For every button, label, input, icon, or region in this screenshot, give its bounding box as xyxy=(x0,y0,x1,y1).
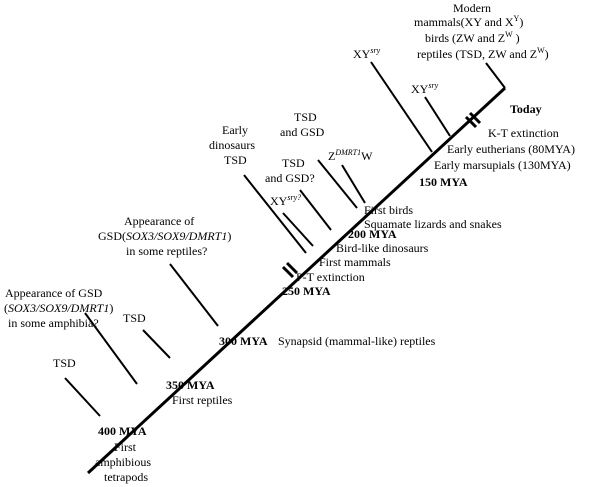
first-birds-label: First birds xyxy=(364,203,413,217)
svg-text:Early: Early xyxy=(222,123,248,137)
birdlike-dinosaurs-label: Bird-like dinosaurs xyxy=(336,241,429,255)
branch-modern xyxy=(485,62,506,89)
svg-text:TSD: TSD xyxy=(294,110,317,124)
svg-text:Modern: Modern xyxy=(453,1,491,15)
gsd-reptiles-label: Appearance of GSD(SOX3/SOX9/DMRT1) in so… xyxy=(98,214,231,258)
tick-note-350: First reptiles xyxy=(172,393,233,407)
tick-label-250: 250 MYA xyxy=(282,284,331,298)
svg-text:Appearance of GSD: Appearance of GSD xyxy=(5,286,103,300)
branch-tsd-gsd xyxy=(317,159,358,209)
early-marsupials-label: Early marsupials (130MYA) xyxy=(434,158,571,172)
tsd-350-label: TSD xyxy=(123,311,146,325)
tick-label-300: 300 MYA xyxy=(219,334,268,348)
timeline-axis xyxy=(86,86,507,475)
pt-extinction-marker xyxy=(281,261,299,279)
first-mammals-label: First mammals xyxy=(319,255,391,269)
branch-xy-sry-q xyxy=(282,212,314,247)
tsd-400-label: TSD xyxy=(53,356,76,370)
branch-tsd-400 xyxy=(64,377,101,417)
svg-text:Appearance of: Appearance of xyxy=(124,214,194,228)
tsd-gsd-label: TSD and GSD xyxy=(280,110,325,139)
svg-text:and GSD?: and GSD? xyxy=(265,171,315,185)
today-label: Today xyxy=(510,102,542,116)
branch-tsd-gsd-q xyxy=(299,189,332,231)
tick-label-200: 200 MYA xyxy=(348,227,397,241)
svg-text:birds (ZW and ZW ): birds (ZW and ZW ) xyxy=(425,30,520,45)
svg-text:dinosaurs: dinosaurs xyxy=(209,138,255,152)
svg-text:TSD: TSD xyxy=(224,153,247,167)
tick-label-150: 150 MYA xyxy=(419,175,468,189)
branch-xy-sry-top xyxy=(370,61,433,153)
xy-sry-q-label: XYsry? xyxy=(270,193,301,208)
early-dinosaurs-label: Early dinosaurs TSD xyxy=(209,123,255,167)
kt-extinction-marker xyxy=(464,111,482,129)
xy-sry-mid-label: XYsry xyxy=(411,81,439,96)
kt-extinction-label: K-T extinction xyxy=(488,126,559,140)
squamate-label: Squamate lizards and snakes xyxy=(364,217,502,231)
svg-text:mammals(XY and XY): mammals(XY and XY) xyxy=(414,14,523,29)
pt-extinction-label: P-T extinction xyxy=(296,270,365,284)
svg-text:GSD(SOX3/SOX9/DMRT1): GSD(SOX3/SOX9/DMRT1) xyxy=(98,229,231,243)
branch-xy-sry-mid xyxy=(424,96,451,137)
branch-tsd-350 xyxy=(142,329,171,359)
tick-label-400: 400 MYA xyxy=(98,424,147,438)
branch-z-dmrt1-w xyxy=(341,164,366,204)
modern-label: Modern mammals(XY and XY) birds (ZW and … xyxy=(414,1,549,61)
branch-early-dinosaurs xyxy=(243,174,307,254)
tick-label-350: 350 MYA xyxy=(166,378,215,392)
tick-note-400-line2: amphibious xyxy=(95,455,151,469)
xy-sry-top-label: XYsry xyxy=(353,46,381,61)
svg-text:in some reptiles?: in some reptiles? xyxy=(126,244,207,258)
svg-text:reptiles (TSD, ZW and ZW): reptiles (TSD, ZW and ZW) xyxy=(417,46,549,61)
svg-text:and GSD: and GSD xyxy=(280,125,325,139)
tick-note-300: Synapsid (mammal-like) reptiles xyxy=(278,334,436,348)
gsd-amphibia-label: Appearance of GSD (SOX3/SOX9/DMRT1) in s… xyxy=(4,286,113,330)
svg-text:(SOX3/SOX9/DMRT1): (SOX3/SOX9/DMRT1) xyxy=(4,301,113,315)
branch-gsd-amphibia xyxy=(84,312,138,385)
tick-note-400-line1: First xyxy=(114,440,137,454)
svg-text:TSD: TSD xyxy=(282,156,305,170)
early-eutherians-label: Early eutherians (80MYA) xyxy=(447,142,575,156)
tick-note-400-line3: tetrapods xyxy=(104,470,148,484)
tsd-gsd-q-label: TSD and GSD? xyxy=(265,156,315,185)
branch-gsd-reptiles xyxy=(169,263,219,327)
z-dmrt1-w-label: ZDMRT1W xyxy=(328,148,373,163)
svg-text:in some amphibia?: in some amphibia? xyxy=(8,316,99,330)
